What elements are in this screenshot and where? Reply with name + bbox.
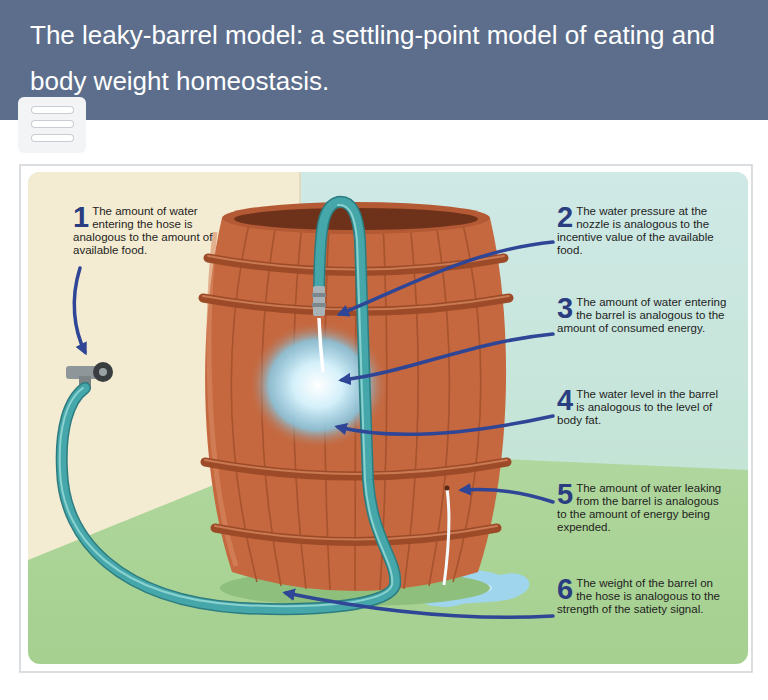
callout-text: The weight of the barrel on the hose is …: [557, 577, 720, 615]
garden-hose: [60, 202, 396, 609]
callout-number: 6: [557, 577, 573, 602]
callout-text: The amount of water leaking from the bar…: [557, 482, 721, 533]
callout-number: 4: [557, 388, 573, 413]
callout-text: The water pressure at the nozzle is anal…: [557, 205, 714, 256]
hose-nozzle: [312, 286, 326, 372]
header-bar: [0, 0, 768, 120]
scene-background: [28, 172, 748, 664]
callout-number: 5: [557, 482, 573, 507]
leak-stream: [444, 488, 449, 585]
callout: 2The water pressure at the nozzle is ana…: [557, 205, 729, 257]
panel-frame: [20, 165, 752, 672]
menu-button: [18, 97, 86, 153]
callout: 5The amount of water leaking from the ba…: [557, 482, 729, 534]
callout-number: 3: [557, 296, 573, 321]
callout-text: The amount of water entering the hose is…: [73, 205, 212, 256]
leader-arrows: [74, 242, 553, 617]
callout-number: 1: [73, 205, 89, 230]
callout-text: The water level in the barrel is analogo…: [557, 388, 718, 426]
callout: 1The amount of water entering the hose i…: [73, 205, 225, 257]
callout-number: 2: [557, 205, 573, 230]
menu-icon: [35, 110, 70, 138]
callout-text: The amount of water entering the barrel …: [557, 296, 726, 334]
callout: 6The weight of the barrel on the hose is…: [557, 577, 729, 616]
callout: 4The water level in the barrel is analog…: [557, 388, 729, 427]
page-title: The leaky-barrel model: a settling-point…: [30, 12, 720, 104]
callout: 3The amount of water entering the barrel…: [557, 296, 729, 335]
